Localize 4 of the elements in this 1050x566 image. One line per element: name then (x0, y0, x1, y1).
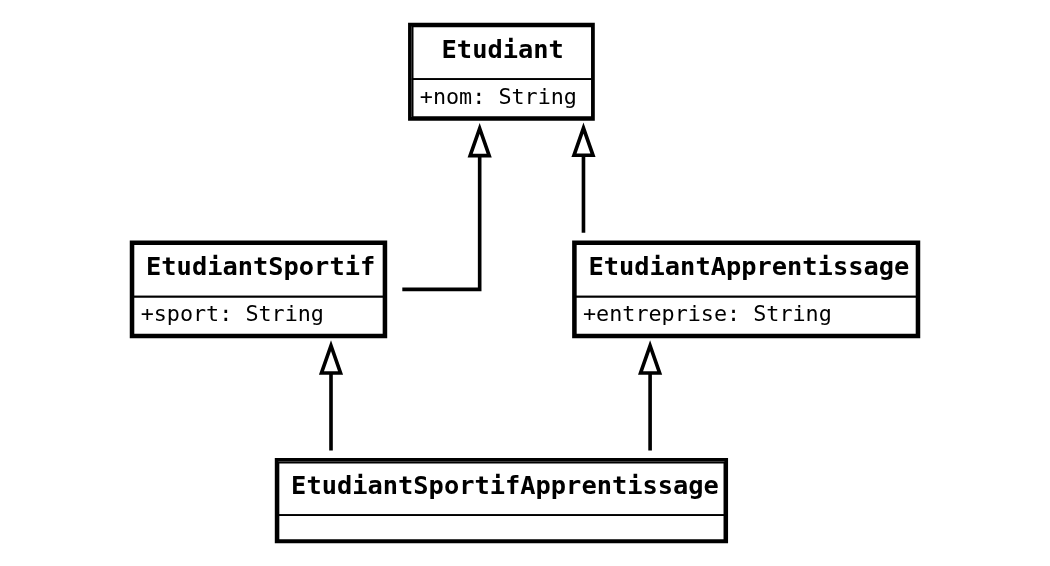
arrow (318, 340, 344, 451)
arrow (402, 122, 492, 292)
arrow (571, 122, 596, 233)
arrow (638, 340, 663, 451)
